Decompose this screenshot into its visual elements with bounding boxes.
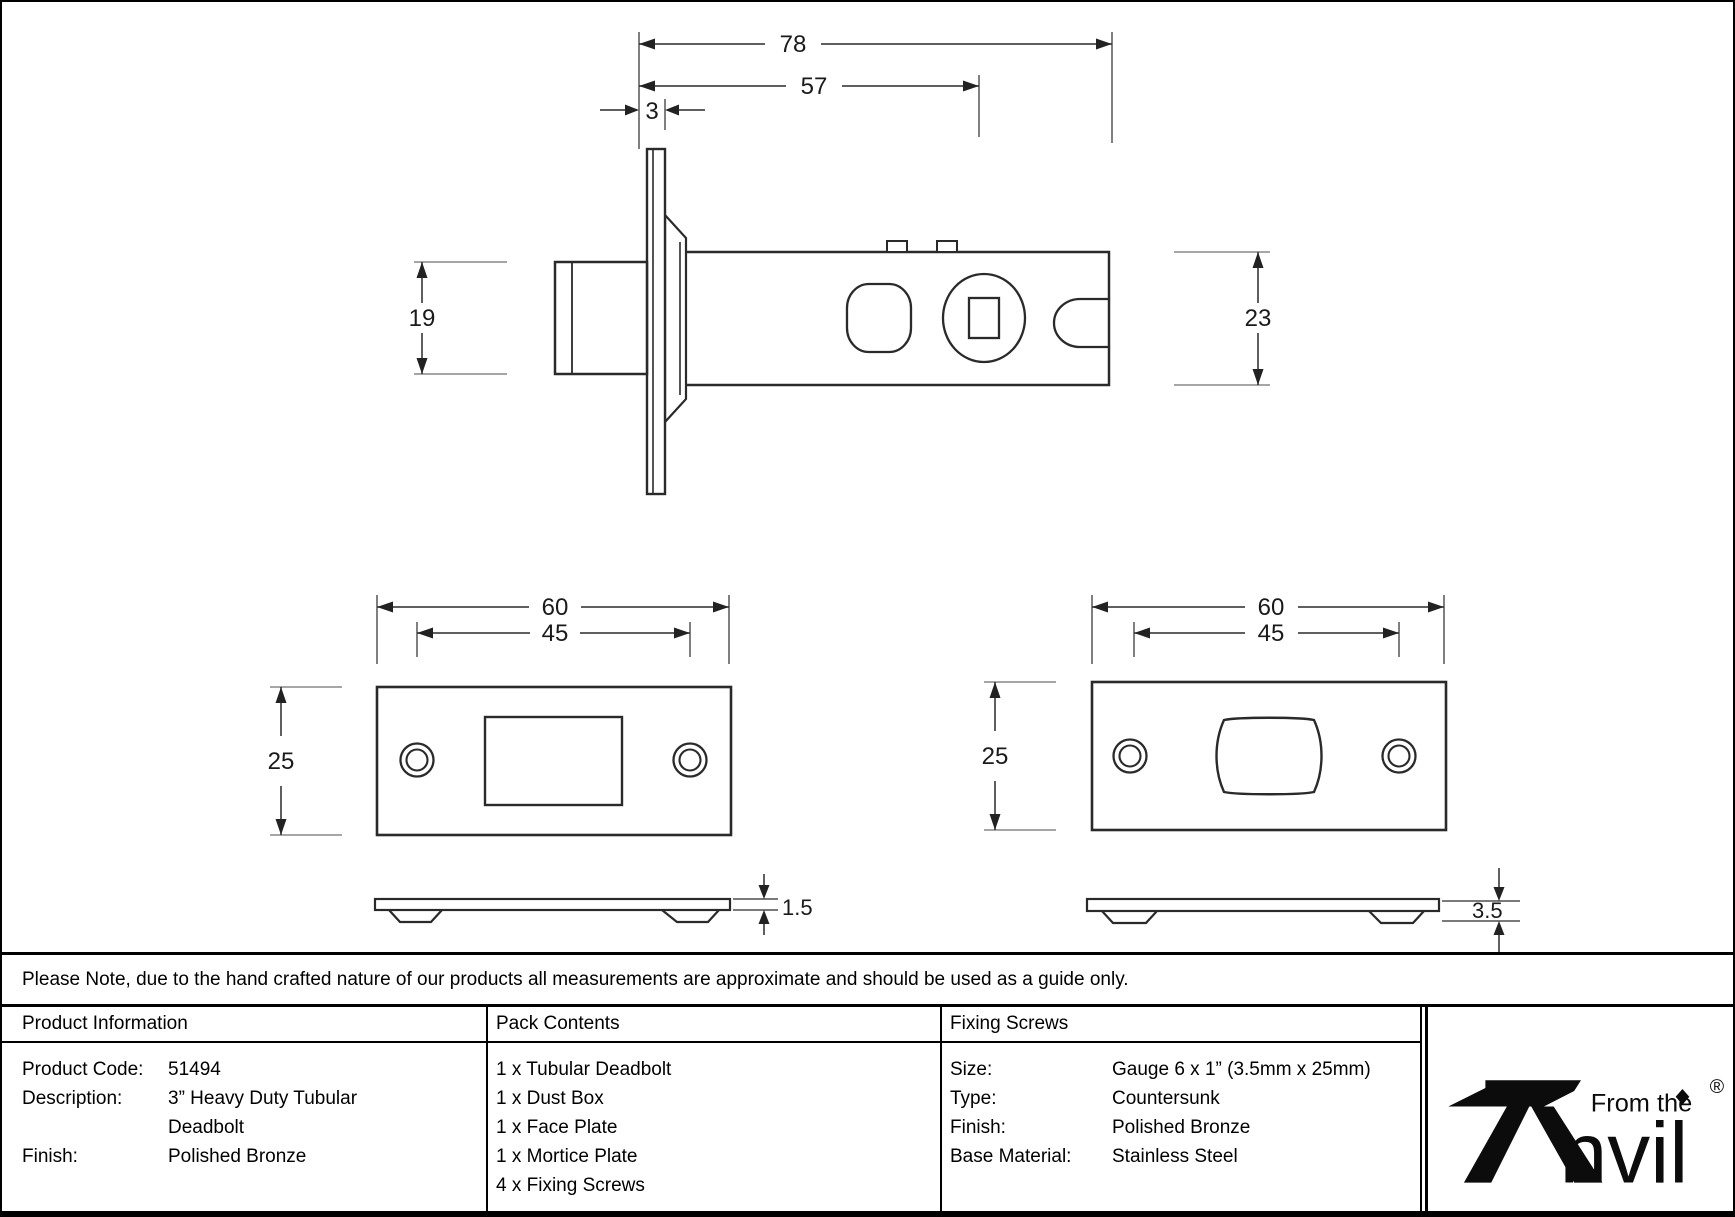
list-item: 1 x Tubular Deadbolt	[496, 1059, 672, 1080]
list-item: 4 x Fixing Screws	[496, 1175, 645, 1196]
screw-hole	[399, 742, 435, 778]
mortice-cutout	[1215, 716, 1323, 796]
product-information-header: Product Information	[2, 1007, 488, 1043]
dim-mortice-thickness-edge: 3.5	[1472, 898, 1503, 923]
info-table: Please Note, due to the hand crafted nat…	[2, 952, 1733, 1215]
dim-mortice-screw-spacing: 45	[1258, 620, 1285, 647]
dim-faceplate-width: 60	[542, 594, 569, 621]
table-row: Finish: Polished Bronze	[22, 1146, 307, 1167]
fixing-screws-cell: Size: Gauge 6 x 1” (3.5mm x 25mm) Type: …	[942, 1043, 1422, 1211]
table-row: Finish: Polished Bronze	[950, 1117, 1251, 1138]
bolt-cutout	[483, 715, 624, 807]
list-item: 1 x Dust Box	[496, 1088, 604, 1109]
face-plate-edge-view	[373, 897, 732, 912]
screw-hole	[1381, 738, 1417, 774]
table-row: Type: Countersunk	[950, 1088, 1220, 1109]
table-row: Deadbolt	[168, 1117, 245, 1138]
dim-faceplate-height: 25	[268, 748, 295, 775]
oval-hole	[845, 282, 913, 354]
face-plate-drawing	[270, 595, 778, 935]
fixing-screws-header: Fixing Screws	[942, 1007, 1422, 1043]
dim-mortice-width: 60	[1258, 594, 1285, 621]
mortice-plate-drawing	[984, 595, 1520, 952]
note-row: Please Note, due to the hand crafted nat…	[2, 955, 1733, 1007]
dim-overall-length: 78	[780, 31, 807, 58]
spindle-square-hole	[967, 296, 1001, 340]
dim-case-height: 23	[1245, 305, 1272, 332]
product-information-cell: Product Code: 51494 Description: 3” Heav…	[2, 1043, 488, 1211]
dim-mortice-height: 25	[982, 743, 1009, 770]
anvil-logo: From the nvil ®	[1425, 1007, 1733, 1211]
face-plate-outline	[375, 685, 733, 837]
dim-faceplate-thickness: 3	[645, 98, 658, 125]
deadbolt-bolt	[553, 260, 649, 376]
registered-mark: ®	[1709, 1076, 1724, 1098]
list-item: 1 x Mortice Plate	[496, 1146, 638, 1167]
logo-from-the: From the	[1590, 1089, 1691, 1117]
dim-faceplate-thickness-edge: 1.5	[782, 895, 813, 920]
dim-backset: 57	[801, 73, 828, 100]
retainer-notch	[1052, 297, 1109, 349]
from-the-anvil-logo: From the nvil ®	[1447, 1076, 1724, 1202]
list-item: 1 x Face Plate	[496, 1117, 618, 1138]
side-view-drawing	[414, 32, 1270, 496]
pack-contents-header: Pack Contents	[488, 1007, 942, 1043]
table-row: Size: Gauge 6 x 1” (3.5mm x 25mm)	[950, 1059, 1371, 1080]
logo-diamond	[1675, 1089, 1689, 1105]
faceplate-side	[645, 147, 667, 496]
dim-bolt-height: 19	[409, 305, 436, 332]
pack-contents-cell: 1 x Tubular Deadbolt 1 x Dust Box 1 x Fa…	[488, 1043, 942, 1211]
note-text: Please Note, due to the hand crafted nat…	[22, 968, 1129, 990]
mortice-plate-outline	[1090, 680, 1448, 832]
screw-hole	[672, 742, 708, 778]
table-row: Product Code: 51494	[22, 1059, 221, 1080]
dim-faceplate-screw-spacing: 45	[542, 620, 569, 647]
table-row: Base Material: Stainless Steel	[950, 1146, 1238, 1167]
mortice-plate-edge-view	[1085, 897, 1441, 913]
technical-drawing: 78 57 3 19 23	[268, 31, 1520, 952]
table-row: Description: 3” Heavy Duty Tubular	[22, 1088, 358, 1109]
logo-name-rest: nvil	[1559, 1106, 1688, 1202]
anvil-icon	[1447, 1080, 1602, 1183]
screw-hole	[1112, 738, 1148, 774]
spindle-boss	[941, 272, 1027, 364]
